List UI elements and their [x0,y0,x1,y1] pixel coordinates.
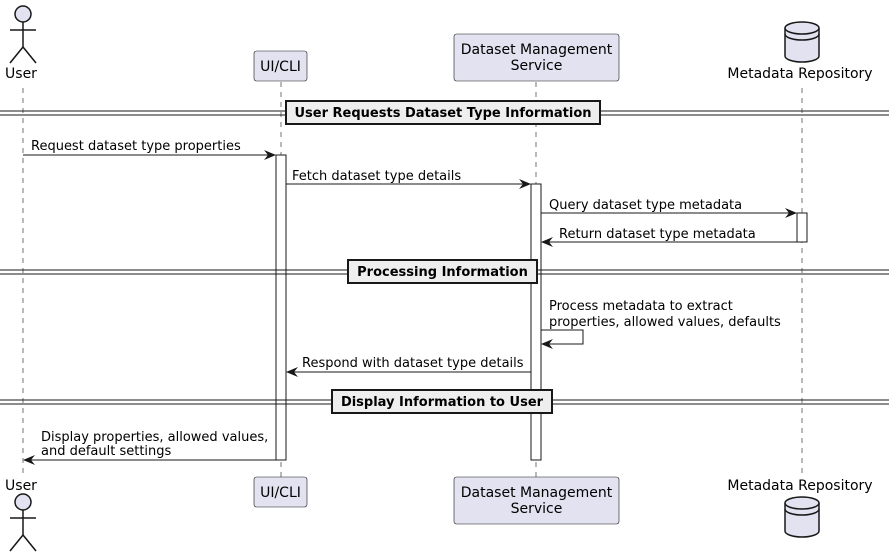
participant-ui-cli-bottom: UI/CLI [253,476,308,508]
participant-ui-cli-top: UI/CLI [253,50,308,82]
message-1: Request dataset type properties [23,139,276,160]
participant-label-ui-cli-bottom: UI/CLI [260,485,301,501]
activation-ui-cli [275,154,287,461]
divider-label-3: Display Information to User [341,395,544,410]
message-label-4: Return dataset type metadata [559,227,756,242]
participants-top: User UI/CLI Dataset Management Service M… [5,5,873,82]
activation-dataset-management-service [530,183,542,461]
divider-2: Processing Information [0,259,889,284]
message-label-5-line2: properties, allowed values, defaults [549,315,781,330]
participant-label-ui-cli-top: UI/CLI [260,59,301,75]
message-arrow [541,329,584,349]
message-3: Query dataset type metadata [541,198,797,218]
actor-user-top: User [5,5,37,82]
message-label-1: Request dataset type properties [31,139,241,154]
divider-label-2: Processing Information [357,265,528,280]
message-label-7-line2: and default settings [41,444,172,459]
message-label-3: Query dataset type metadata [549,198,742,213]
message-5-self: Process metadata to extract properties, … [541,299,781,349]
message-6: Respond with dataset type details [286,356,531,377]
participant-label-dms-line2-bottom: Service [511,501,563,517]
actor-head-icon [14,493,32,511]
message-label-2: Fetch dataset type details [292,169,461,184]
message-4: Return dataset type metadata [541,227,797,247]
message-label-5-line1: Process metadata to extract [549,299,733,314]
participant-dataset-management-service-bottom: Dataset Management Service [453,476,620,525]
message-2: Fetch dataset type details [286,169,531,189]
activation-bars [275,154,808,461]
participant-label-repo-bottom: Metadata Repository [727,478,872,494]
database-icon [784,503,820,538]
participant-label-dms-line1-top: Dataset Management [461,42,613,58]
participant-label-repo-top: Metadata Repository [727,66,872,82]
participant-label-user-top: User [5,66,37,82]
message-label-7-line1: Display properties, allowed values, [41,430,268,445]
message-7: Display properties, allowed values, and … [23,430,276,465]
database-metadata-repository-top: Metadata Repository [727,21,873,82]
participants-bottom: User UI/CLI Dataset Management Service M… [5,476,873,552]
actor-user-bottom: User [5,478,37,552]
divider-label-1: User Requests Dataset Type Information [294,106,591,121]
database-icon [784,28,820,63]
participant-label-user-bottom: User [5,478,37,494]
message-label-6: Respond with dataset type details [302,356,524,371]
database-metadata-repository-bottom: Metadata Repository [727,478,873,538]
participant-dataset-management-service-top: Dataset Management Service [453,33,620,82]
activation-metadata-repository [796,212,808,243]
participant-label-dms-line2-top: Service [511,58,563,74]
actor-head-icon [14,5,32,23]
divider-1: User Requests Dataset Type Information [0,100,889,125]
divider-3: Display Information to User [0,389,889,414]
participant-label-dms-line1-bottom: Dataset Management [461,485,613,501]
